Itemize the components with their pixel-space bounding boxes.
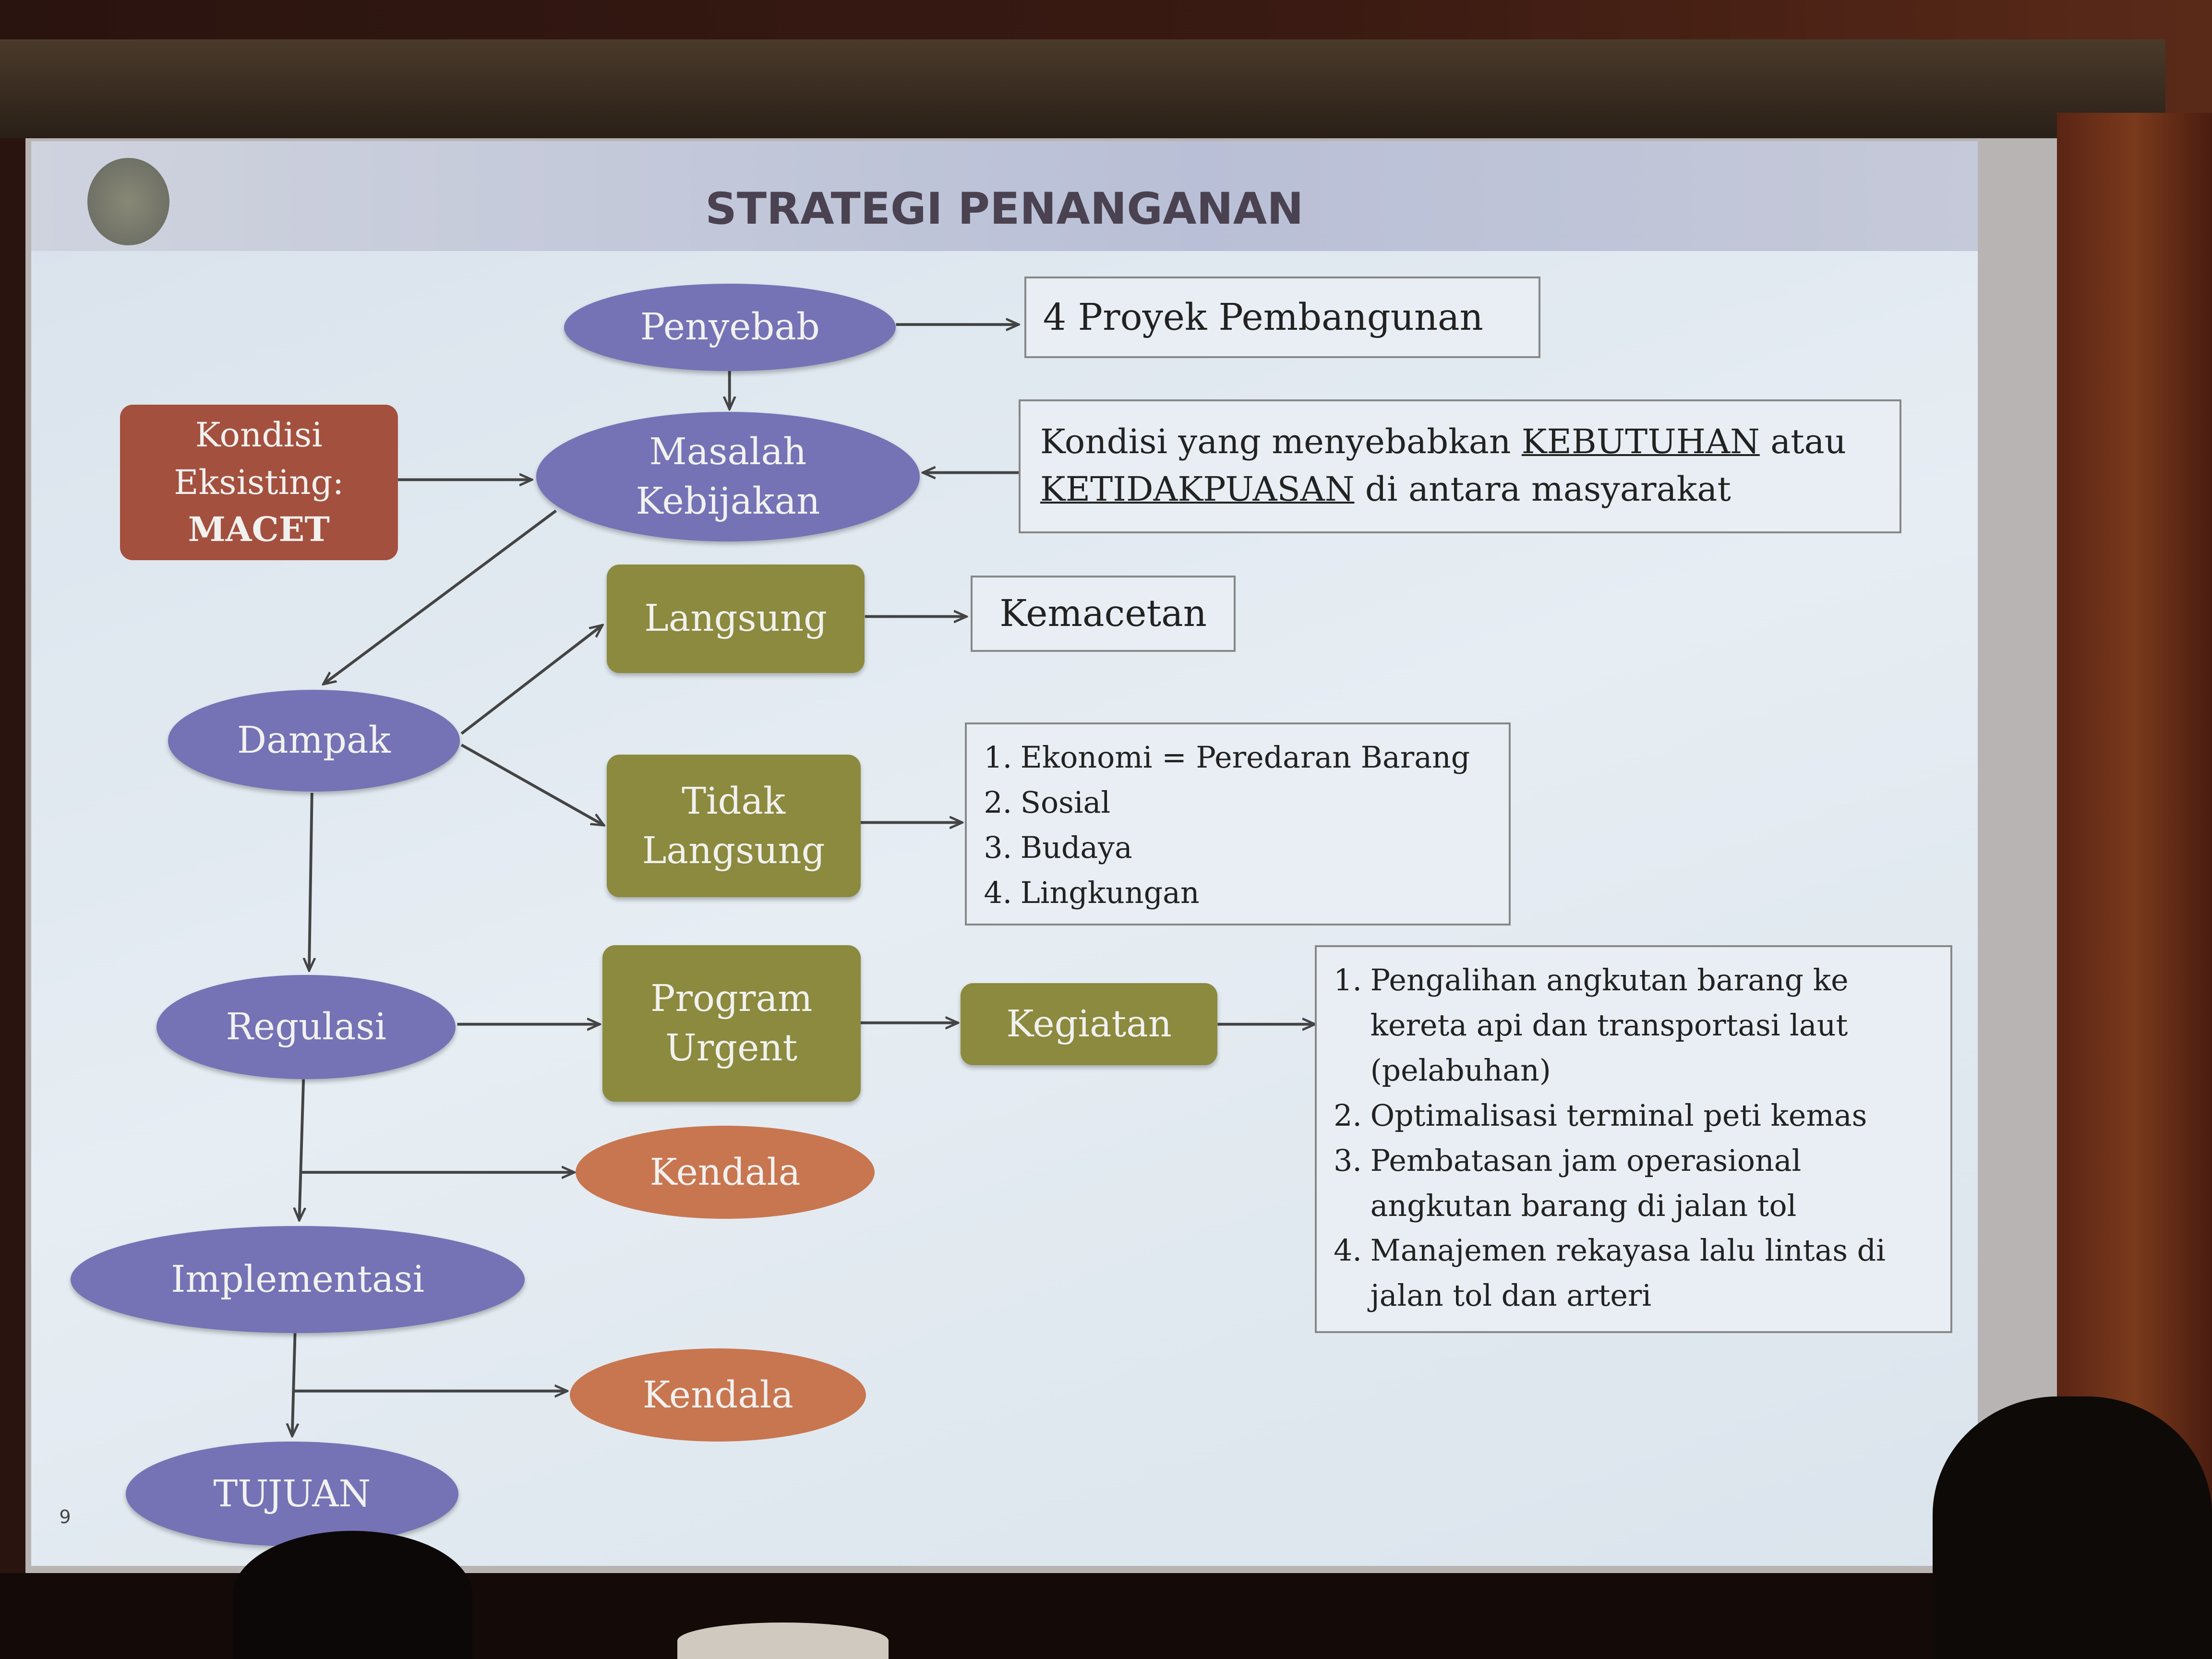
- box-text: Kondisi yang menyebabkan: [1040, 421, 1522, 461]
- node-regulasi: Regulasi: [156, 974, 456, 1080]
- list-item: 1.Ekonomi = Peredaran Barang: [984, 735, 1492, 781]
- node-label: Langsung: [642, 829, 825, 872]
- node-label: Urgent: [665, 1027, 798, 1070]
- list-number: 4.: [1334, 1233, 1362, 1268]
- slide-header: STRATEGI PENANGANAN: [31, 141, 1978, 252]
- screen-housing: [0, 39, 2166, 138]
- list-text: Sosial: [1020, 785, 1111, 820]
- box-kegiatan-list: 1.Pengalihan angkutan barang ke kereta a…: [1314, 945, 1953, 1334]
- node-label: Eksisting:: [174, 462, 344, 502]
- list-item: 2.Optimalisasi terminal peti kemas: [1334, 1094, 1934, 1139]
- box-text-underlined: KETIDAKPUASAN: [1040, 469, 1355, 509]
- arrows: [31, 141, 1978, 1566]
- node-implementasi: Implementasi: [70, 1226, 525, 1334]
- list-text: Manajemen rekayasa lalu lintas di jalan …: [1370, 1233, 1886, 1313]
- list-item: 3.Pembatasan jam operasional angkutan ba…: [1334, 1139, 1934, 1229]
- node-kegiatan: Kegiatan: [961, 983, 1218, 1065]
- list-number: 4.: [984, 875, 1012, 910]
- list-text: Optimalisasi terminal peti kemas: [1370, 1098, 1867, 1133]
- audience-head: [677, 1622, 889, 1659]
- arrow-regulasi-implementasi: [299, 1079, 303, 1220]
- list-number: 3.: [1334, 1143, 1362, 1178]
- slide-title: STRATEGI PENANGANAN: [705, 183, 1304, 235]
- arrow-dampak-tidak: [460, 744, 604, 826]
- node-label: Dampak: [237, 719, 391, 762]
- list-item: 4.Manajemen rekayasa lalu lintas di jala…: [1334, 1228, 1934, 1319]
- node-label: Kegiatan: [1006, 1002, 1172, 1046]
- arrow-dampak-langsung: [460, 625, 602, 735]
- arrow-masalah-dampak: [323, 509, 557, 684]
- audience-head: [1933, 1396, 2212, 1659]
- arrow-dampak-regulasi: [309, 793, 312, 971]
- box-proyek: 4 Proyek Pembangunan: [1024, 276, 1541, 359]
- logo-icon: [87, 158, 169, 246]
- list-item: 1.Pengalihan angkutan barang ke kereta a…: [1334, 958, 1934, 1093]
- node-label: Kondisi: [195, 415, 323, 455]
- list-number: 2.: [984, 785, 1012, 820]
- node-label: TUJUAN: [213, 1472, 371, 1515]
- wall: [2056, 113, 2212, 1580]
- node-dampak: Dampak: [168, 690, 460, 792]
- node-label: Langsung: [644, 597, 827, 640]
- node-label: Regulasi: [226, 1005, 386, 1048]
- list-number: 2.: [1334, 1098, 1362, 1133]
- box-kemacetan: Kemacetan: [970, 576, 1236, 652]
- audience-head: [232, 1530, 473, 1659]
- arrow-implementasi-tujuan: [292, 1333, 295, 1436]
- box-text: di antara masyarakat: [1354, 469, 1731, 509]
- list-item: 2.Sosial: [984, 781, 1492, 826]
- list-item: 3.Budaya: [984, 826, 1492, 871]
- node-kendala-regulasi: Kendala: [576, 1126, 875, 1219]
- node-label: Tidak: [682, 780, 786, 823]
- node-label: Penyebab: [640, 306, 820, 349]
- list-number: 3.: [984, 830, 1012, 865]
- list-text: Pengalihan angkutan barang ke kereta api…: [1370, 963, 1849, 1088]
- node-kendala-implementasi: Kendala: [570, 1348, 866, 1442]
- list-number: 1.: [984, 740, 1012, 775]
- node-langsung: Langsung: [606, 564, 865, 673]
- node-label: Implementasi: [171, 1258, 424, 1301]
- node-label: Program: [650, 977, 813, 1020]
- node-penyebab: Penyebab: [564, 283, 896, 371]
- node-label: Kendala: [649, 1151, 801, 1194]
- box-dampak-list: 1.Ekonomi = Peredaran Barang 2.Sosial 3.…: [965, 722, 1511, 926]
- node-tujuan: TUJUAN: [125, 1442, 459, 1546]
- node-label: Kebijakan: [636, 480, 820, 523]
- box-text-underlined: KEBUTUHAN: [1521, 421, 1760, 461]
- box-text: atau: [1759, 421, 1847, 461]
- page-number: 9: [59, 1506, 71, 1528]
- list-text: Lingkungan: [1020, 875, 1200, 910]
- list-text: Ekonomi = Peredaran Barang: [1020, 740, 1470, 775]
- list-item: 4.Lingkungan: [984, 871, 1492, 916]
- node-label: Masalah: [649, 431, 807, 474]
- list-text: Budaya: [1020, 830, 1132, 865]
- list-number: 1.: [1334, 963, 1362, 998]
- list-text: Pembatasan jam operasional angkutan bara…: [1370, 1143, 1802, 1223]
- node-label: Kendala: [642, 1373, 793, 1417]
- node-label: MACET: [188, 509, 330, 550]
